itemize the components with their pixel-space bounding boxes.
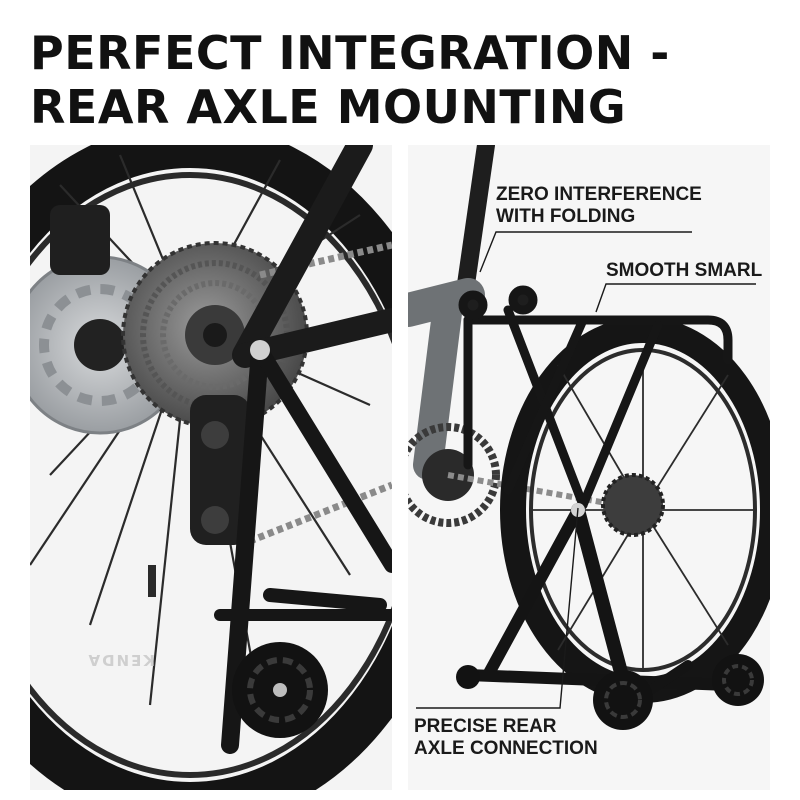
brake-caliper — [50, 205, 110, 275]
axle-bolt — [571, 503, 585, 517]
stand-roller-wheel — [232, 642, 328, 738]
rear-derailleur — [190, 395, 250, 545]
callout-zero-interference-line-1: ZERO INTERFERENCE — [496, 184, 702, 205]
callout-precise-rear-axle-line-1: PRECISE REAR — [414, 716, 557, 737]
rear-cassette-small — [601, 473, 665, 537]
callout-smooth-smarl: SMOOTH SMARL — [606, 260, 762, 282]
left-photo-rear-hub-closeup: KENDA — [30, 145, 392, 790]
callout-zero-interference: ZERO INTERFERENCE WITH FOLDING — [496, 184, 702, 228]
headline: PERFECT INTEGRATION - REAR AXLE MOUNTING — [30, 26, 670, 134]
grey-frame — [408, 278, 485, 480]
rear-tire — [30, 145, 392, 790]
tire-brand-text: KENDA — [87, 651, 155, 669]
callout-precise-rear-axle: PRECISE REAR AXLE CONNECTION — [414, 716, 598, 760]
headline-line-1: PERFECT INTEGRATION - — [30, 26, 670, 80]
callout-precise-rear-axle-line-2: AXLE CONNECTION — [414, 738, 598, 759]
headline-line-2: REAR AXLE MOUNTING — [30, 80, 627, 134]
callout-smooth-smarl-line-1: SMOOTH SMARL — [606, 260, 763, 281]
rear-rack — [458, 285, 733, 510]
right-photo-folding-bike — [408, 145, 770, 790]
right-photo-illustration — [408, 145, 770, 790]
tire-valve — [148, 565, 156, 597]
callout-zero-interference-line-2: WITH FOLDING — [496, 206, 636, 227]
left-photo-illustration: KENDA — [30, 145, 392, 790]
